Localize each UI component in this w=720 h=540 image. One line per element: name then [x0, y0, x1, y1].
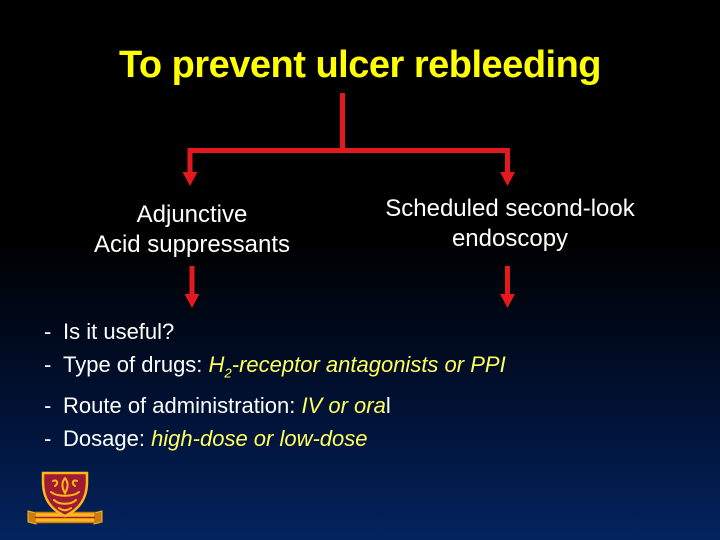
- bullet-item-dosage: -Dosage: high-dose or low-dose: [44, 422, 506, 455]
- branch-label-acid-suppressants: Adjunctive Acid suppressants: [62, 200, 322, 260]
- subscript-2: 2: [224, 365, 232, 381]
- cuhk-crest-logo-icon: [27, 471, 103, 525]
- phoenix-emblem: [50, 477, 80, 512]
- arrowhead-left-lower-icon: [184, 294, 200, 308]
- banner-right-fold: [93, 510, 103, 525]
- bullet-list: -Is it useful? -Type of drugs: H2-recept…: [44, 315, 506, 455]
- bullet-text: l: [385, 393, 391, 419]
- bullet-text: Is it useful?: [63, 319, 175, 344]
- bullet-item-route: -Route of administration: IV or oral: [44, 389, 506, 422]
- bullet-text-highlight: -receptor antagonists or PPI: [231, 352, 506, 377]
- branch-label-second-look-endoscopy: Scheduled second-look endoscopy: [362, 194, 658, 254]
- branch-right-line2: endoscopy: [451, 225, 569, 252]
- bullet-text: Dosage:: [63, 426, 152, 452]
- branch-left-line1: Adjunctive: [136, 201, 248, 228]
- bullet-item-type-of-drugs: -Type of drugs: H2-receptor antagonists …: [44, 348, 506, 389]
- bullet-text: Type of drugs:: [63, 352, 209, 377]
- bullet-dash: -: [44, 426, 52, 452]
- slide-title: To prevent ulcer rebleeding: [118, 44, 602, 86]
- bullet-dash: -: [44, 352, 52, 377]
- arrowhead-right-icon: [500, 172, 515, 186]
- branch-right-line1: Scheduled second-look: [385, 195, 635, 222]
- bullet-dash: -: [44, 319, 52, 344]
- bullet-item-useful: -Is it useful?: [44, 315, 506, 348]
- bullet-text-highlight: high-dose or low-dose: [151, 426, 368, 452]
- bullet-dash: -: [44, 393, 52, 419]
- banner-left-fold: [27, 510, 37, 525]
- bullet-text-highlight: IV or ora: [301, 393, 386, 419]
- bullet-text: Route of administration:: [63, 393, 302, 419]
- branch-left-line2: Acid suppressants: [93, 231, 291, 258]
- arrowhead-right-lower-icon: [500, 294, 515, 308]
- arrowhead-left-icon: [182, 172, 198, 186]
- bullet-text-highlight: H: [208, 352, 225, 377]
